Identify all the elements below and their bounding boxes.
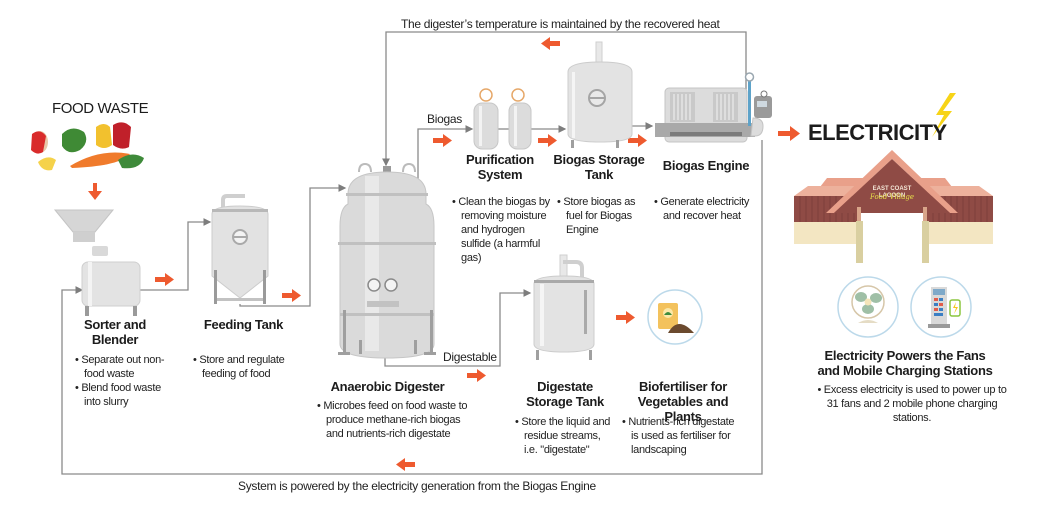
stage-sorter-desc: • Separate out non-food waste • Blend fo… [75, 353, 175, 409]
feeding-tank-illustration [211, 194, 269, 304]
bullet: • Clean the biogas by removing moisture … [452, 196, 550, 264]
bullet: • Separate out non-food waste [75, 354, 165, 380]
food-waste-illustration [31, 122, 144, 171]
arrow-right-feeding [282, 289, 301, 302]
heat-loop-line [382, 31, 747, 167]
arrow-right-engine [778, 126, 800, 141]
digestable-flow-label: Digestable [443, 350, 497, 364]
fan-icon [837, 276, 899, 338]
anaerobic-digester-illustration [338, 162, 436, 359]
stage-feeding-desc: • Store and regulate feeding of food [193, 353, 293, 381]
fertiliser-bag-icon [647, 289, 703, 345]
arrow-right-biogas [433, 134, 452, 147]
stage-powers-desc: • Excess electricity is used to power up… [812, 383, 1012, 425]
stage-biogas-storage-desc: • Store biogas as fuel for Biogas Engine [557, 195, 637, 237]
stage-digester-desc: • Microbes feed on food waste to produce… [317, 399, 477, 441]
food-waste-label: FOOD WASTE [52, 100, 149, 117]
arrow-down-food [88, 183, 102, 200]
bullet: • Store biogas as fuel for Biogas Engine [557, 196, 636, 236]
power-loop-line [61, 140, 763, 475]
biogas-engine-illustration [655, 72, 772, 143]
bullet: • Store the liquid and residue streams, … [515, 416, 611, 456]
electricity-label: ELECTRICITY [808, 120, 947, 145]
heat-loop-label: The digester’s temperature is maintained… [401, 17, 720, 31]
sorter-blender-illustration [53, 209, 141, 316]
feeding-to-digester-line [239, 184, 347, 307]
bullet: • Microbes feed on food waste to produce… [317, 400, 468, 440]
stage-engine-title: Biogas Engine [662, 158, 750, 173]
charging-station-icon [910, 276, 972, 338]
stage-digestate-storage-desc: • Store the liquid and residue streams, … [515, 415, 615, 457]
digestable-line [384, 289, 532, 367]
arrow-left-heat [541, 37, 560, 50]
biogas-storage-tank-illustration [567, 41, 633, 148]
biogas-flow-label: Biogas [427, 112, 462, 126]
power-loop-label: System is powered by the electricity gen… [238, 479, 596, 493]
stage-purification-desc: • Clean the biogas by removing moisture … [452, 195, 552, 265]
stage-engine-desc: • Generate electricity and recover heat [654, 195, 762, 223]
digestate-storage-tank-illustration [533, 254, 595, 360]
stage-feeding-title: Feeding Tank [203, 317, 284, 332]
arrow-right-purification [538, 134, 557, 147]
stage-digester-title: Anaerobic Digester [330, 379, 445, 394]
arrow-right-digestable [467, 369, 486, 382]
bullet: • Blend food waste into slurry [75, 382, 161, 408]
purification-system-illustration [473, 88, 532, 150]
bullet: • Store and regulate feeding of food [193, 354, 285, 380]
building-sign-line2: Food Village [869, 193, 915, 201]
stage-biofertiliser-desc: • Nutrients-rich digestate is used as fe… [622, 415, 737, 457]
building-sign-line1: EAST COAST LAGOON [872, 186, 912, 199]
arrow-right-sorter [155, 273, 174, 286]
bullet: • Generate electricity and recover heat [654, 196, 750, 222]
arrow-right-digestate [616, 311, 635, 324]
building-illustration [794, 150, 993, 263]
lightning-bolt-icon [932, 93, 956, 137]
arrow-left-power [396, 458, 415, 471]
bullet: • Excess electricity is used to power up… [817, 384, 1007, 424]
sorter-to-feeding-line [140, 218, 212, 291]
arrow-right-storage [628, 134, 647, 147]
bullet: • Nutrients-rich digestate is used as fe… [622, 416, 735, 456]
